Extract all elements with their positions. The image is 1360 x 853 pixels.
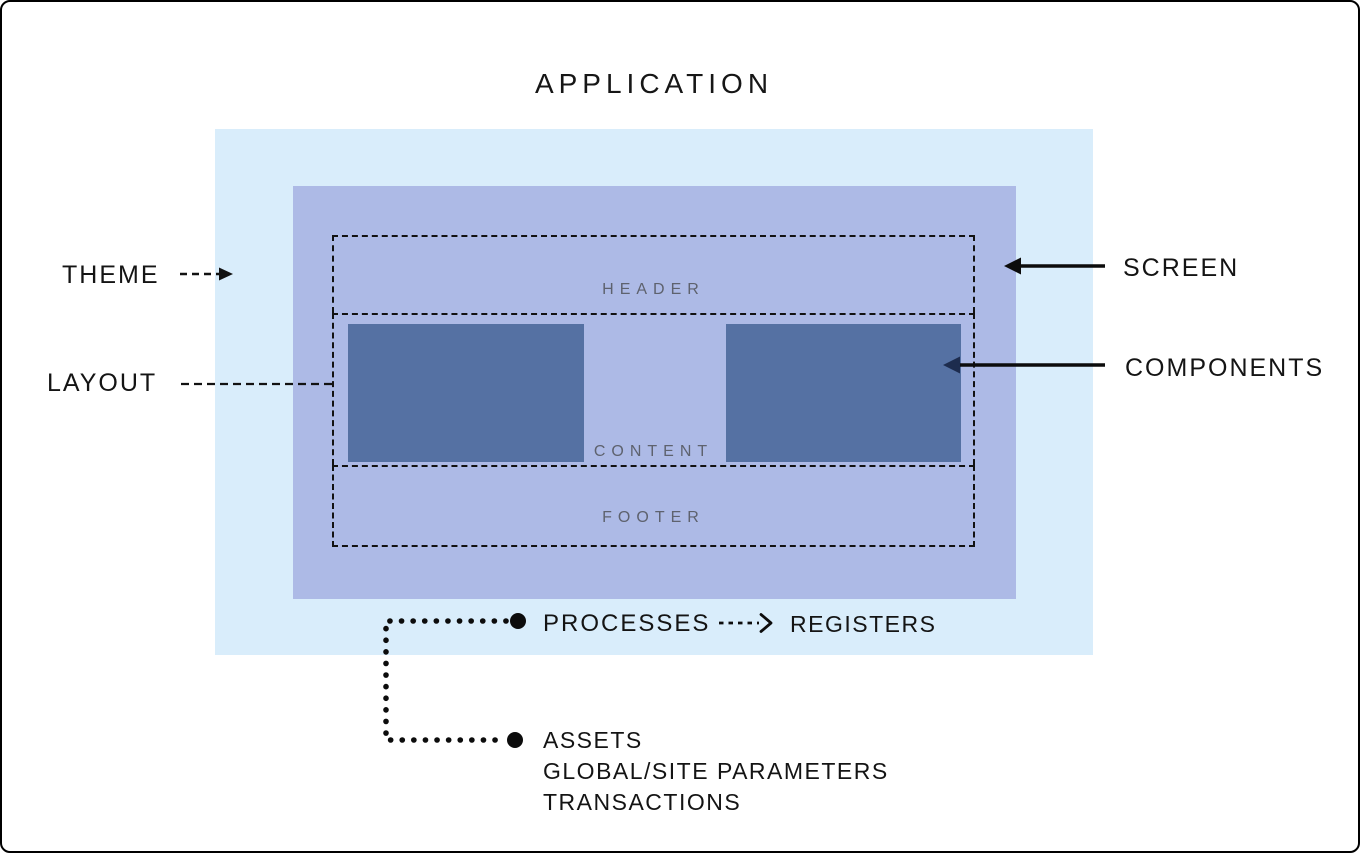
global-site-parameters-line: GLOBAL/SITE PARAMETERS (543, 758, 889, 784)
component-box-right (726, 324, 961, 462)
layout-label: LAYOUT (47, 369, 158, 397)
footer-section: FOOTER (332, 465, 975, 547)
assets-endpoint-dot (507, 732, 523, 748)
diagram-title: APPLICATION (534, 68, 774, 99)
content-section-label: CONTENT (593, 443, 714, 460)
screen-label: SCREEN (1123, 254, 1240, 282)
footer-section-label: FOOTER (602, 509, 705, 526)
assets-block: ASSETS GLOBAL/SITE PARAMETERS TRANSACTIO… (543, 725, 889, 818)
header-section: HEADER (332, 235, 975, 313)
component-box-left (348, 324, 584, 462)
components-label: COMPONENTS (1125, 354, 1325, 382)
content-section: CONTENT (332, 313, 975, 465)
transactions-line: TRANSACTIONS (543, 789, 742, 815)
processes-label: PROCESSES (543, 610, 711, 637)
theme-label: THEME (62, 261, 160, 289)
assets-line: ASSETS (543, 727, 643, 753)
registers-label: REGISTERS (790, 611, 937, 637)
header-section-label: HEADER (602, 281, 705, 298)
